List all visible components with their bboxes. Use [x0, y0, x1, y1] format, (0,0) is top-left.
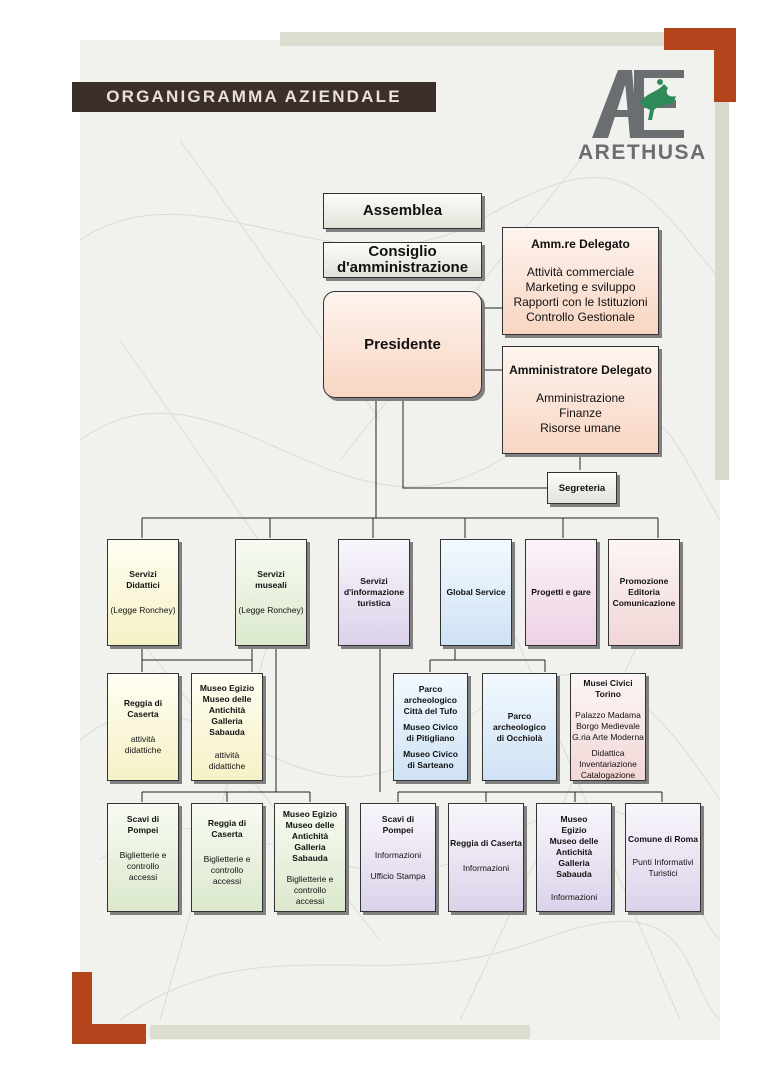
global-service-box: Global Service	[440, 539, 512, 646]
consiglio-box: Consiglio d'amministrazione	[323, 242, 482, 278]
roma-info-title: Comune di Roma	[628, 834, 698, 844]
page-title: ORGANIGRAMMA AZIENDALE	[106, 87, 402, 106]
delegato2-line: Risorse umane	[540, 421, 621, 435]
progetti-gare-box: Progetti e gare	[525, 539, 597, 646]
amministratore-delegato-box: Amministratore Delegato Amministrazione …	[502, 346, 659, 454]
egizio-didattica-note: attività didattiche	[208, 749, 246, 771]
delegato2-line: Amministrazione	[536, 391, 625, 405]
pompei-info-note1: Informazioni	[374, 850, 422, 860]
amm-re-delegato-title: Amm.re Delegato	[531, 237, 630, 251]
consiglio-label: Consiglio d'amministrazione	[336, 243, 469, 276]
servizi-museali-box: Servizi museali (Legge Ronchey)	[235, 539, 307, 646]
arethusa-logo: AE	[592, 70, 684, 138]
parco-tufo-line1: Parco archeologico Città del Tufo	[403, 683, 458, 716]
musei-torino-title: Musei Civici Torino	[583, 678, 633, 699]
reggia-museali-note: Biglietterie e controllo accessi	[203, 854, 251, 886]
pompei-museali-note: Biglietterie e controllo accessi	[119, 850, 167, 882]
parco-occhiola-box: Parco archeologico di Occhiolà	[482, 673, 557, 781]
servizi-museali-title: Servizi museali	[255, 569, 287, 590]
parco-occhiola-title: Parco archeologico di Occhiolà	[493, 710, 546, 743]
delegato1-line: Marketing e sviluppo	[525, 280, 636, 294]
reggia-info-box: Reggia di Caserta Informazioni	[448, 803, 524, 912]
torino-extra: Didattica	[591, 748, 625, 758]
egizio-info-note: Informazioni	[550, 892, 598, 902]
amm-re-delegato-box: Amm.re Delegato Attività commerciale Mar…	[502, 227, 659, 335]
presidente-box: Presidente	[323, 291, 482, 398]
pompei-museali-title: Scavi di Pompei	[126, 814, 160, 835]
decorative-edge-right	[715, 100, 729, 480]
decorative-edge-bottom	[150, 1025, 530, 1039]
corner-accent-right	[714, 28, 736, 102]
parco-tufo-line2: Museo Civico di Pitigliano	[403, 721, 458, 743]
logo-wordmark: ARETHUSA	[578, 141, 707, 164]
presidente-label: Presidente	[364, 336, 441, 353]
delegato1-line: Controllo Gestionale	[526, 310, 635, 324]
decorative-edge-top	[280, 32, 670, 46]
musei-torino-box: Musei Civici Torino Palazzo Madama Borgo…	[570, 673, 646, 781]
reggia-museali-title: Reggia di Caserta	[207, 818, 247, 839]
assemblea-label: Assemblea	[362, 202, 443, 219]
servizi-didattici-title: Servizi Didattici	[126, 569, 160, 590]
reggia-info-note: Informazioni	[462, 863, 510, 873]
torino-line: Borgo Medievale	[576, 721, 640, 731]
segreteria-box: Segreteria	[547, 472, 617, 504]
reggia-didattica-title: Reggia di Caserta	[123, 698, 163, 719]
torino-extra: Catalogazione	[580, 770, 636, 780]
pompei-info-title: Scavi di Pompei	[381, 814, 415, 835]
pompei-info-note2: Ufficio Stampa	[370, 871, 426, 881]
title-banner: ORGANIGRAMMA AZIENDALE	[72, 82, 436, 112]
corner-accent-bottom	[72, 1024, 146, 1044]
egizio-museali-note: Biglietterie e controllo accessi	[286, 874, 334, 906]
reggia-didattica-box: Reggia di Caserta attività didattiche	[107, 673, 179, 781]
egizio-museali-box: Museo Egizio Museo delle Antichità Galle…	[274, 803, 346, 912]
reggia-info-title: Reggia di Caserta	[450, 838, 522, 848]
servizi-informazione-title: Servizi d'informazione turistica	[343, 576, 405, 608]
servizi-didattici-box: Servizi Didattici (Legge Ronchey)	[107, 539, 179, 646]
egizio-info-box: Museo Egizio Museo delle Antichità Galle…	[536, 803, 612, 912]
delegato2-line: Finanze	[559, 406, 602, 420]
reggia-museali-box: Reggia di Caserta Biglietterie e control…	[191, 803, 263, 912]
parco-tufo-line3: Museo Civico di Sarteano	[403, 748, 458, 770]
egizio-didattica-box: Museo Egizio Museo delle Antichità Galle…	[191, 673, 263, 781]
torino-line: Palazzo Madama	[575, 710, 641, 720]
egizio-info-title: Museo Egizio Museo delle Antichità Galle…	[549, 814, 599, 879]
pompei-museali-box: Scavi di Pompei Biglietterie e controllo…	[107, 803, 179, 912]
pompei-info-box: Scavi di Pompei Informazioni Ufficio Sta…	[360, 803, 436, 912]
roma-info-note: Punti Informativi Turistici	[632, 857, 694, 878]
reggia-didattica-note: attività didattiche	[124, 734, 162, 755]
assemblea-box: Assemblea	[323, 193, 482, 229]
egizio-museali-title: Museo Egizio Museo delle Antichità Galle…	[282, 809, 338, 863]
servizi-didattici-note: (Legge Ronchey)	[110, 605, 176, 615]
roma-info-box: Comune di Roma Punti Informativi Turisti…	[625, 803, 701, 912]
global-service-title: Global Service	[446, 587, 506, 597]
amministratore-delegato-title: Amministratore Delegato	[509, 363, 652, 377]
torino-line: G.ria Arte Moderna	[572, 732, 644, 742]
egizio-didattica-title: Museo Egizio Museo delle Antichità Galle…	[199, 682, 255, 737]
delegato1-line: Attività commerciale	[526, 265, 635, 279]
parco-tufo-box: Parco archeologico Città del Tufo Museo …	[393, 673, 468, 781]
torino-extra: Inventariazione	[579, 759, 637, 769]
servizi-museali-note: (Legge Ronchey)	[238, 605, 304, 615]
delegato1-line: Rapporti con le Istituzioni	[513, 295, 648, 309]
servizi-informazione-box: Servizi d'informazione turistica	[338, 539, 410, 646]
progetti-gare-title: Progetti e gare	[531, 587, 591, 597]
segreteria-label: Segreteria	[558, 482, 606, 494]
promozione-box: Promozione Editoria Comunicazione	[608, 539, 680, 646]
promozione-title: Promozione Editoria Comunicazione	[612, 576, 676, 608]
